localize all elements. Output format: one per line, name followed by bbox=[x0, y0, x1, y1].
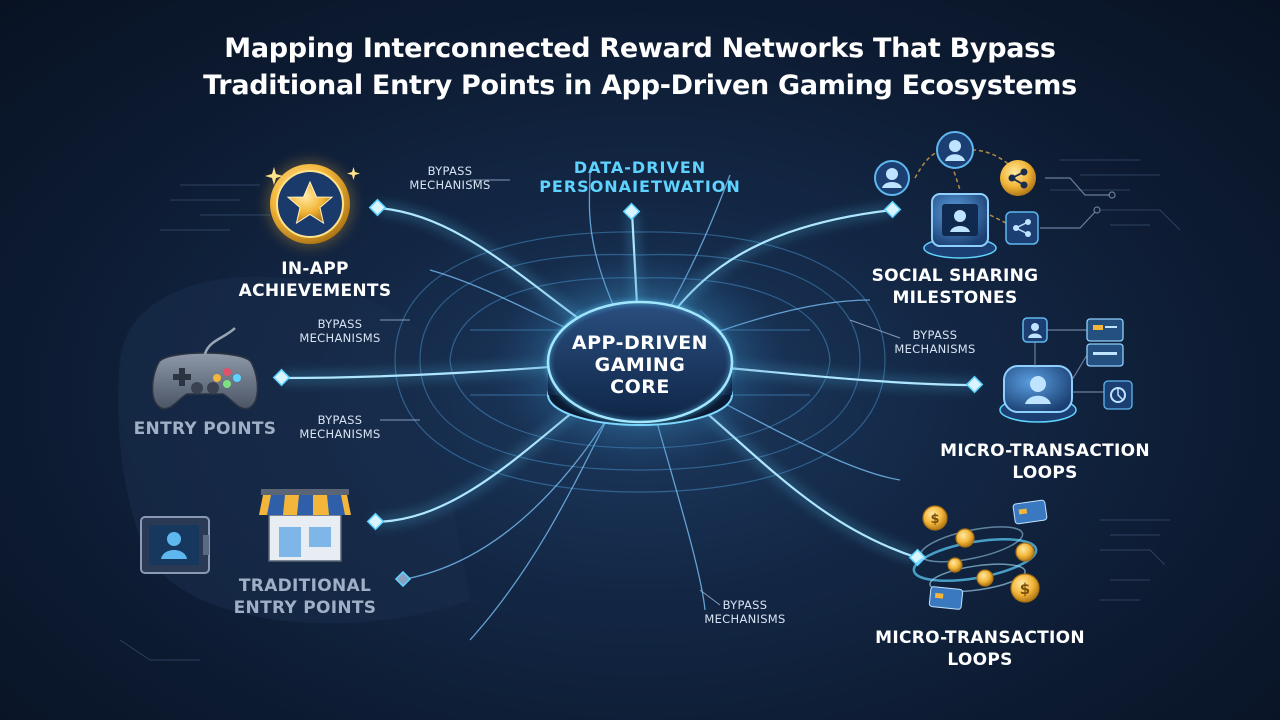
bypass-low-left-line-2: MECHANISMS bbox=[299, 427, 381, 441]
bypass-bottom-line-2: MECHANISMS bbox=[704, 612, 786, 626]
achievements-line-1: IN-APP bbox=[281, 259, 349, 279]
micro-circuit-1 bbox=[1034, 329, 1104, 393]
screen-user-icon bbox=[140, 516, 210, 574]
social-circuit bbox=[1040, 177, 1116, 229]
share-icon-gold bbox=[1000, 160, 1036, 196]
sparkle-icon bbox=[265, 167, 360, 185]
bypass-mid-left-line-1: BYPASS bbox=[317, 317, 363, 331]
svg-text:$: $ bbox=[930, 512, 939, 527]
bypass-bottom-line-1: BYPASS bbox=[722, 598, 768, 612]
title-line-1: Mapping Interconnected Reward Networks T… bbox=[224, 33, 1056, 64]
bypass-mid-left-line-2: MECHANISMS bbox=[299, 331, 381, 345]
bypass-label-mid-left: BYPASS MECHANISMS bbox=[285, 317, 395, 345]
traditional-line-1: TRADITIONAL bbox=[238, 576, 372, 596]
bypass-low-left-line-1: BYPASS bbox=[317, 413, 363, 427]
entry-points-text: ENTRY POINTS bbox=[133, 419, 277, 439]
core-label-line-2: GAMING bbox=[594, 354, 686, 376]
leader-lines bbox=[380, 179, 901, 606]
bypass-label-right: BYPASS MECHANISMS bbox=[880, 328, 990, 356]
page-title: Mapping Interconnected Reward Networks T… bbox=[0, 30, 1280, 104]
bypass-label-bottom: BYPASS MECHANISMS bbox=[690, 598, 800, 626]
social-line-1: SOCIAL SHARING bbox=[871, 266, 1039, 286]
bypass-right-line-2: MECHANISMS bbox=[894, 342, 976, 356]
core-disc bbox=[545, 299, 735, 426]
bypass-label-top-left: BYPASS MECHANISMS bbox=[400, 164, 500, 192]
data-driven-line-2: PERSONAIETWATION bbox=[539, 177, 741, 196]
gear-icon bbox=[1103, 380, 1133, 410]
micro-2-line-2: LOOPS bbox=[947, 650, 1013, 670]
user-icon-left bbox=[874, 160, 910, 196]
svg-text:$: $ bbox=[1020, 580, 1030, 598]
micro-1-line-2: LOOPS bbox=[1012, 463, 1078, 483]
social-line-2: MILESTONES bbox=[892, 288, 1018, 308]
micro-transaction-label-1: MICRO-TRANSACTION LOOPS bbox=[935, 440, 1155, 484]
social-sharing-label: SOCIAL SHARING MILESTONES bbox=[865, 265, 1045, 309]
bypass-label-low-left: BYPASS MECHANISMS bbox=[285, 413, 395, 441]
spoke-endpoints bbox=[272, 198, 984, 588]
credit-card-icon-3 bbox=[1012, 499, 1048, 525]
bypass-top-left-line-2: MECHANISMS bbox=[409, 178, 491, 192]
core-label-line-1: APP-DRIVEN bbox=[571, 332, 709, 354]
micro-2-line-1: MICRO-TRANSACTION bbox=[875, 628, 1085, 648]
circuit-traces bbox=[119, 159, 1181, 661]
credit-card-icon-4 bbox=[928, 586, 964, 610]
credit-card-icon-1 bbox=[1086, 318, 1124, 342]
star-medal-icon bbox=[266, 160, 354, 248]
coin-icon bbox=[922, 505, 1040, 603]
coin-dollar-marks: $ $ bbox=[930, 512, 1030, 598]
entry-points-label: ENTRY POINTS bbox=[120, 418, 290, 440]
core-label-line-3: CORE bbox=[610, 376, 670, 398]
bypass-right-line-1: BYPASS bbox=[912, 328, 958, 342]
bypass-top-left-line-1: BYPASS bbox=[427, 164, 473, 178]
user-icon-small bbox=[1022, 317, 1048, 343]
share-icon-blue bbox=[1005, 211, 1039, 245]
profile-card-icon-2 bbox=[999, 365, 1077, 423]
gamepad-icon bbox=[151, 327, 259, 410]
traditional-entry-points-label: TRADITIONAL ENTRY POINTS bbox=[220, 575, 390, 619]
storefront-icon bbox=[259, 489, 351, 562]
achievements-label: IN-APP ACHIEVEMENTS bbox=[230, 258, 400, 302]
data-driven-line-1: DATA-DRIVEN bbox=[573, 158, 707, 177]
user-icon-top bbox=[936, 131, 974, 169]
achievements-line-2: ACHIEVEMENTS bbox=[238, 281, 392, 301]
data-driven-label: DATA-DRIVEN PERSONAIETWATION bbox=[520, 158, 760, 196]
micro-1-line-1: MICRO-TRANSACTION bbox=[940, 441, 1150, 461]
micro-transaction-label-2: MICRO-TRANSACTION LOOPS bbox=[870, 627, 1090, 671]
profile-card-icon bbox=[923, 193, 997, 259]
title-line-2: Traditional Entry Points in App-Driven G… bbox=[203, 70, 1077, 101]
core-label: APP-DRIVEN GAMING CORE bbox=[540, 332, 740, 398]
credit-card-icon-2 bbox=[1086, 343, 1124, 367]
traditional-line-2: ENTRY POINTS bbox=[233, 598, 377, 618]
